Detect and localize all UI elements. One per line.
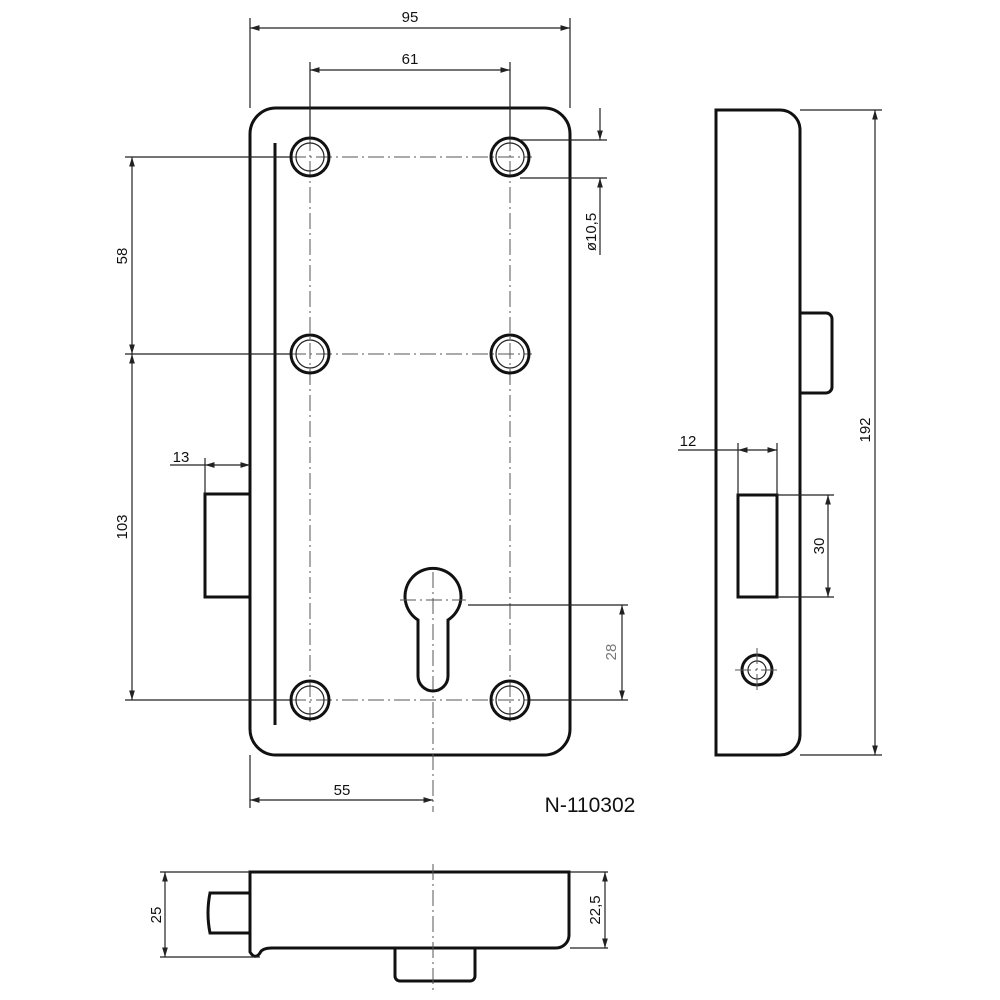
dim-bolt-projection-side: 12 xyxy=(680,433,697,450)
keyhole-cylinder-cutout xyxy=(403,566,463,693)
mounting-hole xyxy=(489,333,531,375)
mounting-holes xyxy=(289,136,531,721)
mounting-hole xyxy=(289,333,331,375)
bottom-dimensions: 25 22,5 xyxy=(148,871,608,958)
bolt-front xyxy=(203,492,252,599)
side-case-outline xyxy=(714,108,802,757)
dim-hole-diameter: ø10,5 xyxy=(583,213,600,251)
dim-hole-spacing-upper: 58 xyxy=(114,248,131,265)
side-view xyxy=(714,108,834,757)
part-number: N-110302 xyxy=(545,794,636,817)
dim-hole-spacing-horizontal: 61 xyxy=(402,51,419,68)
dim-hole-spacing-lower: 103 xyxy=(114,514,131,539)
front-dimensions: 95 61 58 103 13 ø10,5 28 55 xyxy=(114,9,628,808)
bolt-bottom xyxy=(206,891,250,935)
bottom-case-outline xyxy=(248,870,571,958)
latch-tab xyxy=(800,311,834,395)
dim-keyhole-offset: 28 xyxy=(603,644,620,661)
side-dimensions: 12 30 192 xyxy=(678,109,882,756)
dim-bolt-projection-front: 13 xyxy=(173,449,190,466)
bottom-view xyxy=(206,864,571,990)
dim-overall-depth: 25 xyxy=(148,907,165,924)
dim-case-depth: 22,5 xyxy=(587,895,604,924)
dim-overall-width: 95 xyxy=(402,9,419,26)
mounting-hole xyxy=(289,679,331,721)
lock-case-outline xyxy=(248,106,572,757)
front-view xyxy=(203,106,572,812)
dim-backset: 55 xyxy=(334,782,351,799)
dim-overall-height: 192 xyxy=(857,417,874,442)
mounting-hole xyxy=(489,679,531,721)
spindle-hole xyxy=(735,648,779,692)
dim-bolt-height: 30 xyxy=(811,538,828,555)
cylinder-housing xyxy=(393,948,477,983)
bolt-side xyxy=(736,493,779,599)
